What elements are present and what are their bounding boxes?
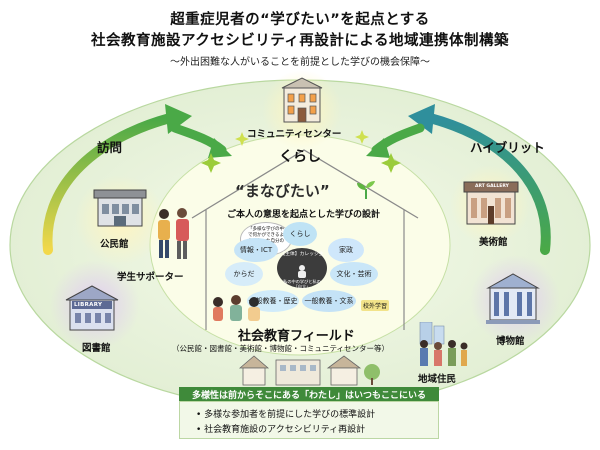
title-line-1: 超重症児者の“学びたい”を起点とする: [170, 12, 430, 28]
learning-group-icon: [213, 295, 260, 321]
library-building-icon: [65, 285, 119, 331]
art-gallery-sign: ART GALLERY: [475, 184, 509, 189]
core-label: 【主体】カレッジ生: [280, 252, 324, 257]
kurashi-label: くらし: [279, 149, 321, 165]
subtitle: 〜外出困難な人がいることを前提とした学びの機会保障〜: [170, 57, 430, 68]
core-caption: 私の中の学びと私の「自立」: [283, 279, 321, 289]
student-supporter-label: 学生サポーター: [117, 272, 184, 283]
field-subtitle: （公民館・図書館・美術館・博物館・コミュニティセンター等）: [172, 344, 390, 353]
bullet-1-text: 多様な参加者を前提にした学びの標準設計: [204, 410, 376, 420]
diversity-banner: 多様性は前からそこにある「わたし」はいつもここにいる: [179, 387, 439, 401]
museum-building-icon: [486, 273, 540, 324]
title-line-2: 社会教育施設アクセシビリティ再設計による地域連携体制構築: [91, 33, 509, 49]
petal-culture: 文化・芸術: [330, 262, 378, 286]
petal-karada: からだ: [225, 262, 263, 286]
student-figure-icon: [298, 265, 306, 278]
community-center-label: コミュニティセンター: [247, 129, 342, 140]
student-supporters-icon: [158, 208, 189, 259]
art-museum-building-icon: [463, 181, 519, 225]
bullet-1: • 多様な参加者を前提にした学びの標準設計: [196, 410, 376, 420]
house-roof: [191, 149, 419, 219]
kominkan-label: 公民館: [100, 239, 129, 250]
petal-ict: 情報・ICT: [234, 238, 278, 262]
residents-icon: [419, 322, 468, 366]
footer-box: • 多様な参加者を前提にした学びの標準設計 • 社会教育施設のアクセシビリティ再…: [179, 401, 439, 439]
manabitai-subheading: ご本人の意思を起点とした学びの設計: [227, 210, 381, 220]
manabitai-heading: “まなびたい”: [235, 182, 330, 200]
museum-label: 博物館: [496, 336, 525, 347]
sprout-icon: [357, 181, 375, 199]
petal-kurashi: くらし: [283, 222, 317, 246]
visit-label: 訪問: [97, 140, 123, 155]
hybrid-label: ハイブリット: [470, 140, 545, 155]
library-sign: LIBRARY: [74, 302, 103, 308]
petal-history: 一般教養・歴史: [247, 290, 299, 312]
petal-kasei: 家政: [328, 238, 364, 262]
community-center-building-icon: [281, 77, 323, 123]
art-museum-label: 美術館: [479, 237, 508, 248]
residents-label: 地域住民: [418, 374, 457, 385]
right-arrow: [425, 113, 551, 255]
petal-liberal-arts: 一般教養・文系: [302, 290, 356, 312]
school-trip-tag: 校外学習: [361, 300, 390, 311]
town-houses-icon: [238, 355, 380, 386]
bullet-2: • 社会教育施設のアクセシビリティ再設計: [196, 425, 366, 435]
field-title: 社会教育フィールド: [238, 329, 355, 344]
library-label: 図書館: [82, 343, 111, 354]
left-arrow: [42, 113, 175, 255]
bullet-2-text: 社会教育施設のアクセシビリティ再設計: [204, 425, 366, 435]
kominkan-building-icon: [93, 189, 147, 227]
